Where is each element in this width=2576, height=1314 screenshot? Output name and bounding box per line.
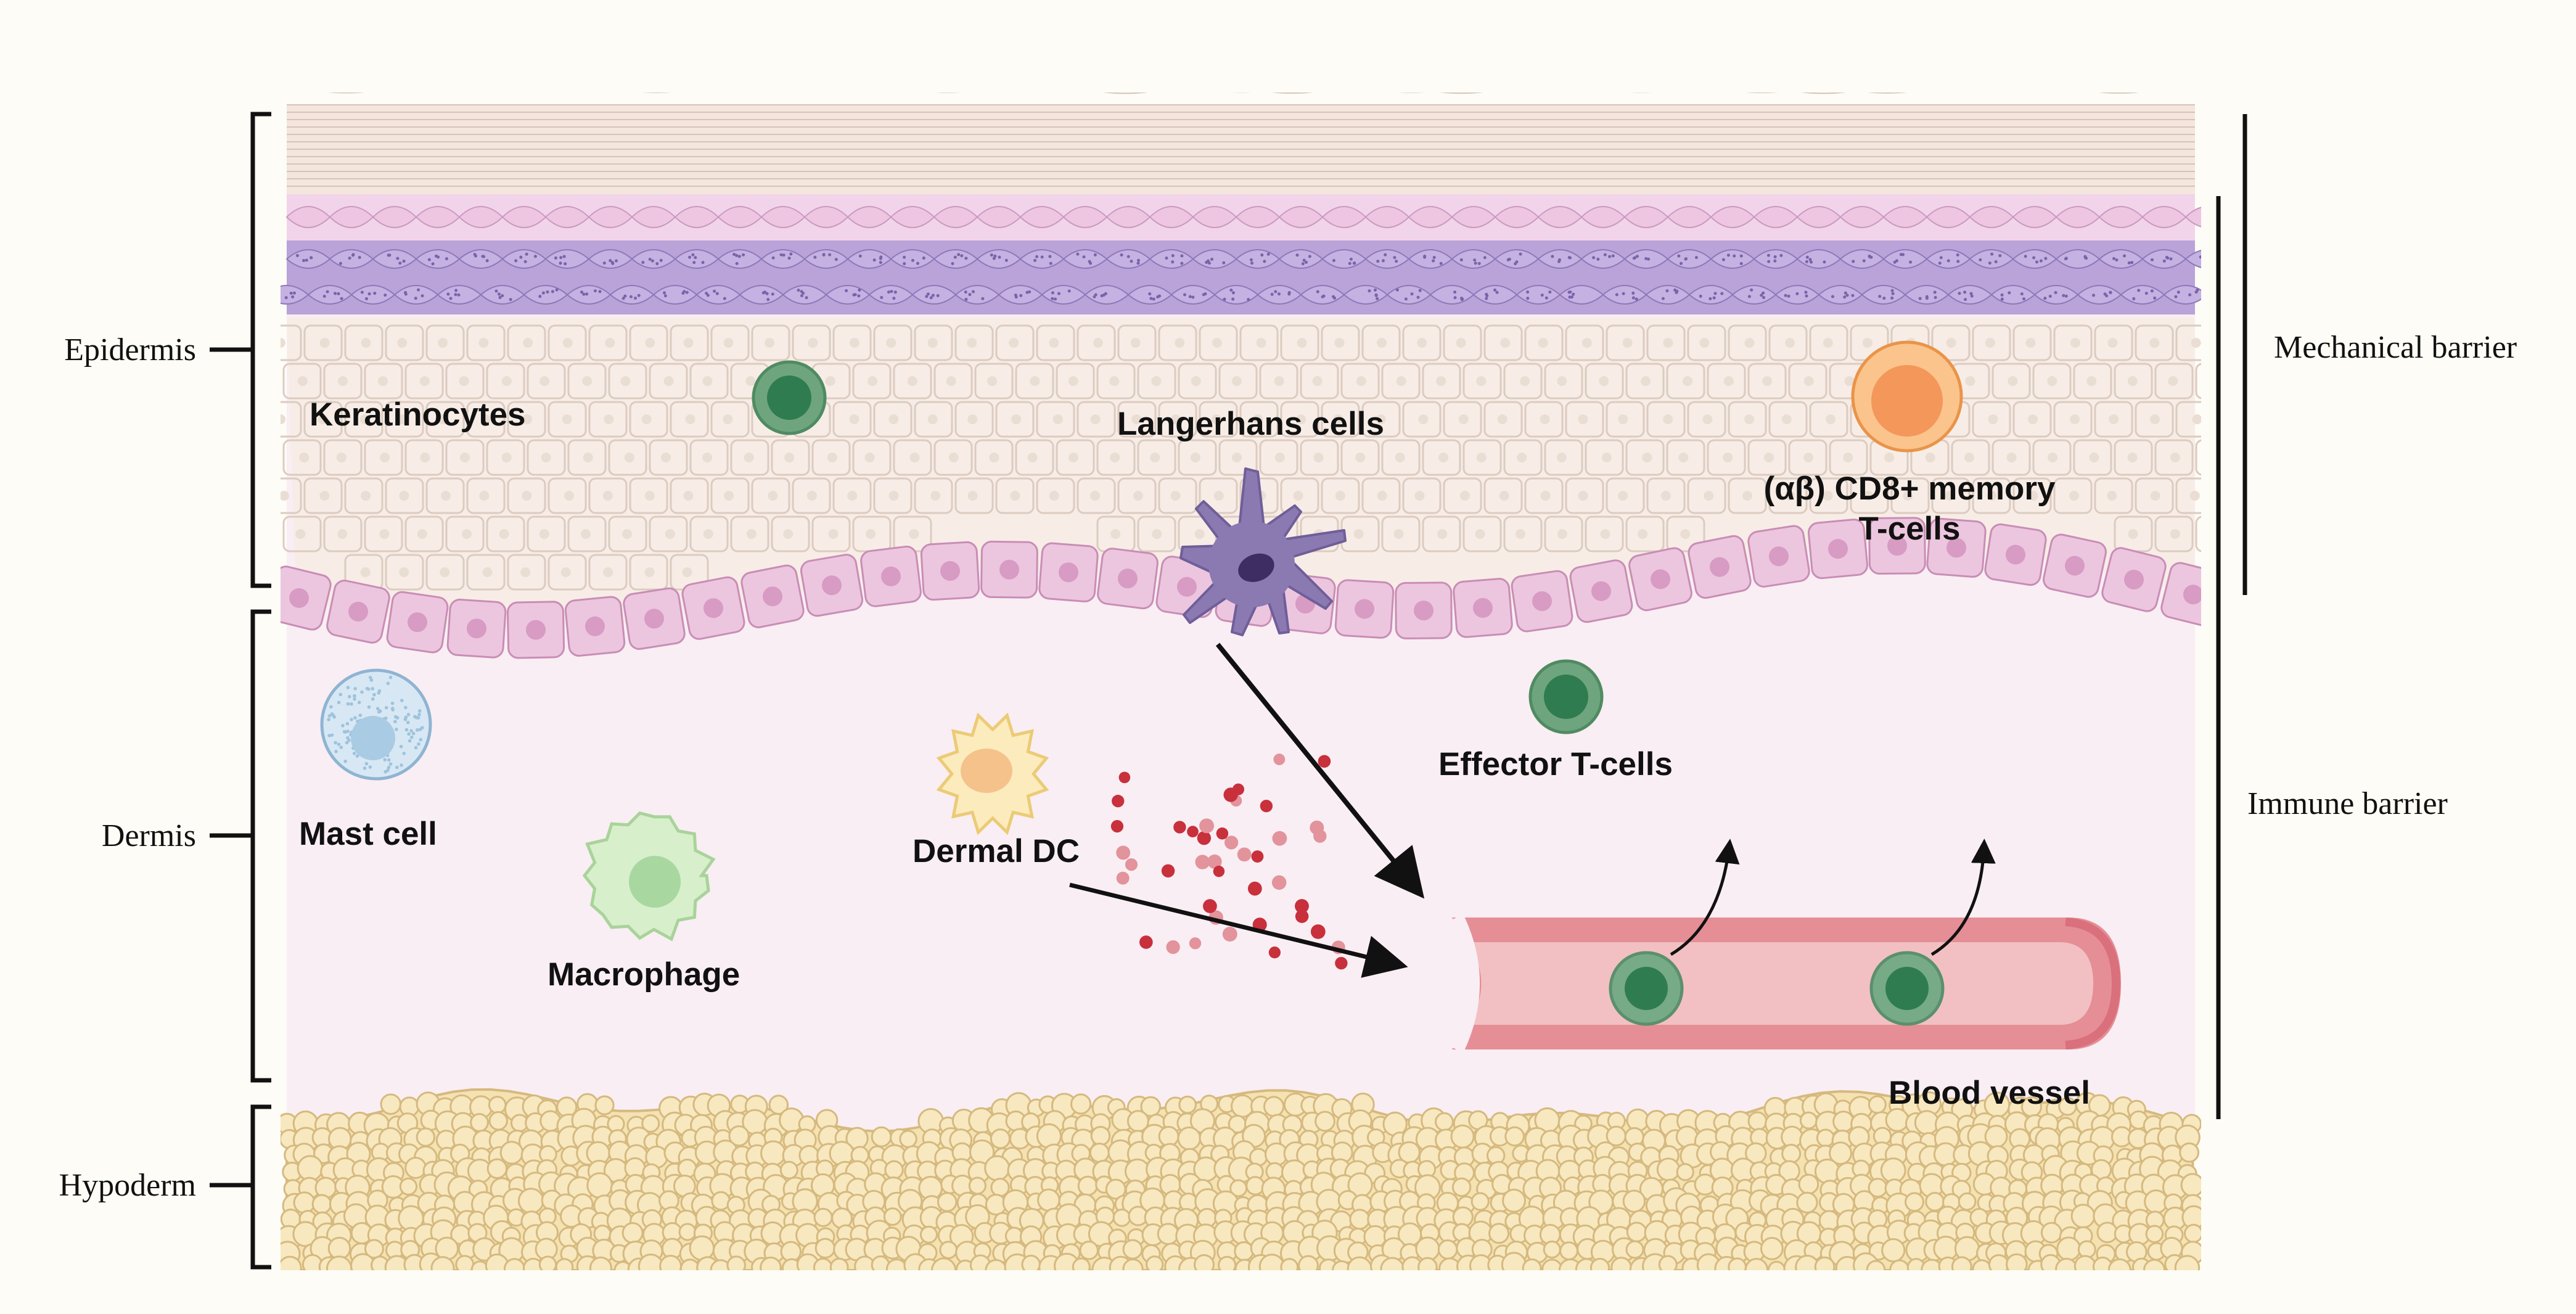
- hypoderm-bracket: [210, 1104, 271, 1270]
- stratum-lucidum: [285, 194, 2201, 240]
- memory-t-label-line1: (αβ) CD8+ memory: [1764, 470, 2056, 507]
- t-cell-in-vessel: [1609, 951, 1684, 1026]
- dermis-label: Dermis: [102, 818, 196, 853]
- chemokine-dots: [1110, 753, 1348, 970]
- blood-vessel: [1444, 914, 2121, 1053]
- t-cell-in-vessel: [1869, 951, 1945, 1026]
- extravasation-arrow: [1930, 839, 1996, 956]
- macrophage-label: Macrophage: [548, 956, 740, 993]
- t-cell-epidermal: [752, 360, 827, 435]
- mechanical-barrier-label: Mechanical barrier: [2274, 330, 2517, 365]
- epidermis-bracket: [210, 112, 271, 588]
- dermis-bracket: [210, 609, 271, 1083]
- hypoderm-label: Hypoderm: [59, 1168, 196, 1203]
- effector-t-cell: [1528, 659, 1604, 734]
- macrophage-cell: [582, 811, 716, 942]
- mast-cell-label: Mast cell: [299, 816, 437, 852]
- extravasation-arrow: [1670, 839, 1740, 956]
- dermal-dc-cell: [936, 712, 1049, 836]
- memory-t-label-line2: T-cells: [1859, 511, 1961, 547]
- langerhans-migration-arrow: [1215, 643, 1425, 899]
- effector-t-label: Effector T-cells: [1438, 746, 1673, 782]
- memory-t-cell: [1851, 340, 1963, 453]
- langerhans-label: Langerhans cells: [1117, 406, 1384, 442]
- stratum-granulosum: [281, 240, 2201, 314]
- keratinocytes-label: Keratinocytes: [310, 396, 526, 433]
- hypodermis-fat-tissue: [281, 1088, 2201, 1270]
- langerhans-cell: [1179, 467, 1347, 636]
- basal-cell-layer: [281, 517, 2201, 659]
- dermal-dc-label: Dermal DC: [913, 833, 1080, 869]
- mast-cell: [320, 668, 432, 781]
- stratum-corneum: [287, 92, 2195, 194]
- blood-vessel-label: Blood vessel: [1889, 1075, 2090, 1111]
- epidermis-label: Epidermis: [64, 332, 196, 368]
- dermal-dc-migration-arrow: [1069, 882, 1408, 978]
- immune-barrier-label: Immune barrier: [2247, 786, 2448, 821]
